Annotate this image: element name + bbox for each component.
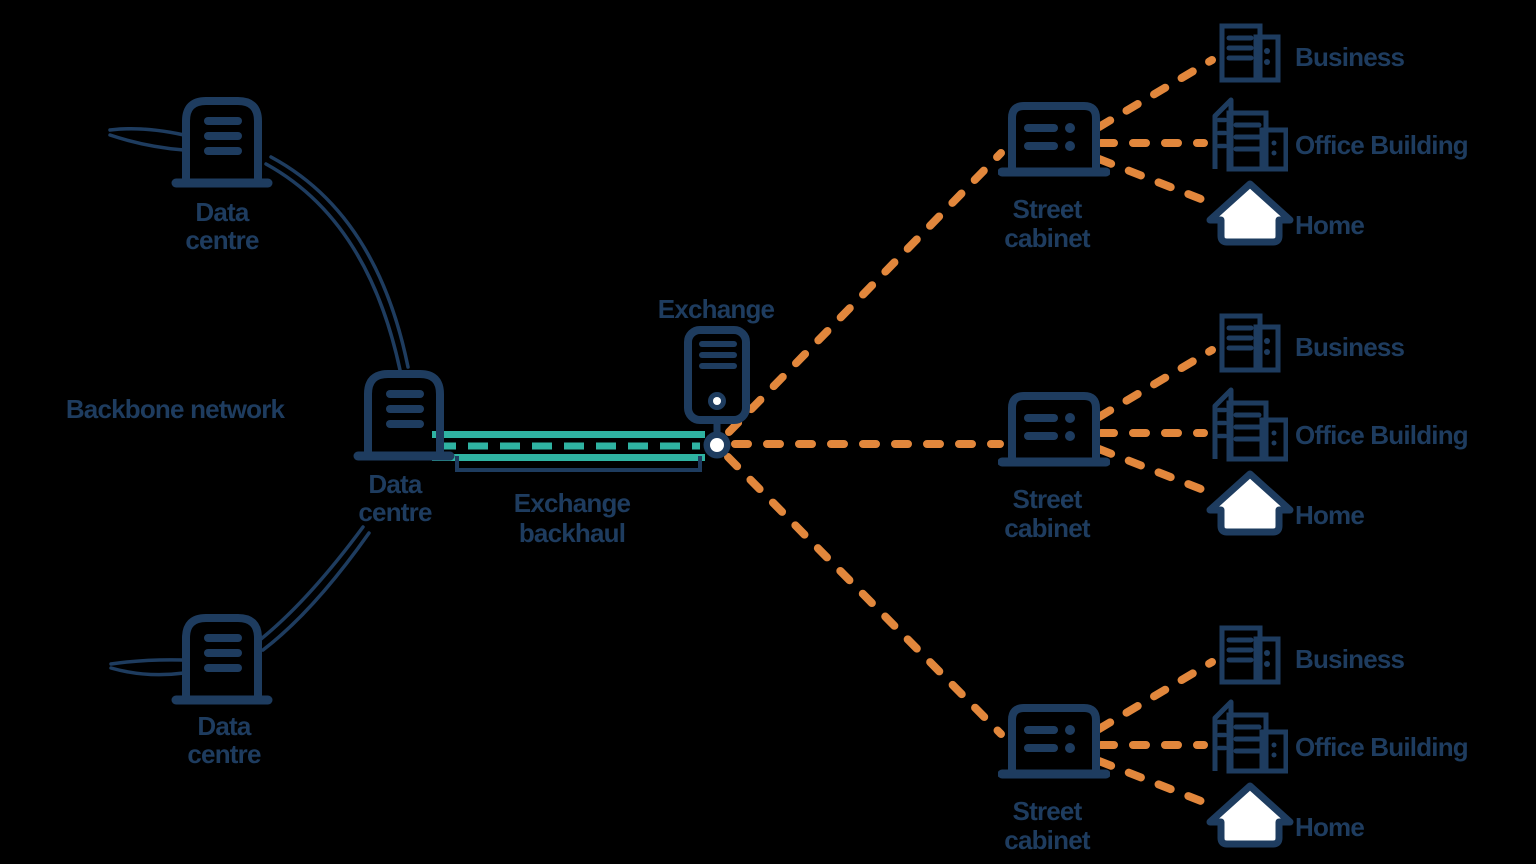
backhaul-bracket bbox=[455, 456, 702, 472]
street-cabinet-label-line1: Street bbox=[1013, 194, 1083, 224]
office-building-label: Office Building bbox=[1295, 130, 1468, 160]
home-icon bbox=[1210, 786, 1290, 844]
street-cabinet-label-line1: Street bbox=[1013, 484, 1083, 514]
street-cabinet-label-line2: cabinet bbox=[1004, 223, 1091, 253]
street-cabinet-icon bbox=[1002, 396, 1106, 462]
backbone-arc bbox=[254, 525, 365, 645]
home-label: Home bbox=[1295, 500, 1364, 530]
business-icon bbox=[1222, 26, 1278, 80]
data-centre-label-line1: Data bbox=[195, 197, 249, 227]
office-building-icon bbox=[1215, 100, 1286, 169]
business-label: Business bbox=[1295, 42, 1405, 72]
backhaul-label-line2: backhaul bbox=[519, 518, 625, 548]
backhaul-link bbox=[432, 431, 705, 472]
office-building-label: Office Building bbox=[1295, 420, 1468, 450]
dashed-link-cabinet-business bbox=[1095, 346, 1216, 421]
backbone-network-label: Backbone network bbox=[66, 394, 286, 424]
backbone-arc bbox=[264, 162, 402, 372]
data-centre-label-line2: centre bbox=[185, 225, 259, 255]
backbone-arc bbox=[261, 531, 371, 652]
business-label: Business bbox=[1295, 332, 1405, 362]
street-cabinet-label-line2: cabinet bbox=[1004, 513, 1091, 543]
data-centre-icon bbox=[358, 374, 450, 456]
home-label: Home bbox=[1295, 210, 1364, 240]
office-building-icon bbox=[1215, 702, 1286, 771]
street-cabinet-icon bbox=[1002, 708, 1106, 774]
business-label: Business bbox=[1295, 644, 1405, 674]
exchange-icon-power-dot bbox=[713, 397, 721, 405]
backbone-ribbon bbox=[109, 666, 186, 677]
dashed-link-cabinet-home bbox=[1095, 155, 1210, 205]
backhaul-band-top bbox=[432, 431, 705, 438]
exchange-node: Exchange bbox=[658, 294, 775, 459]
street-cabinet-label-line1: Street bbox=[1013, 796, 1083, 826]
data-centre-label-line2: centre bbox=[187, 739, 261, 769]
dashed-link-exchange-cabinet-1 bbox=[725, 149, 1005, 436]
home-label: Home bbox=[1295, 812, 1364, 842]
backhaul-label-line1: Exchange bbox=[514, 488, 631, 518]
dashed-link-exchange-cabinet-3 bbox=[724, 453, 1005, 738]
dashed-link-cabinet-business bbox=[1095, 658, 1216, 733]
data-centre-label-line2: centre bbox=[358, 497, 432, 527]
backbone-ring bbox=[108, 127, 410, 677]
street-cabinet-label-line2: cabinet bbox=[1004, 825, 1091, 855]
backbone-ribbon bbox=[108, 133, 186, 152]
home-icon bbox=[1210, 474, 1290, 532]
backhaul-band-bottom bbox=[432, 454, 705, 461]
home-icon bbox=[1210, 184, 1290, 242]
junction-node-dot bbox=[710, 438, 724, 452]
data-centre-icon bbox=[176, 101, 268, 183]
street-cabinet-icon bbox=[1002, 106, 1106, 172]
access-group-1: Street cabinet Business Office Building … bbox=[1002, 26, 1469, 253]
office-building-icon bbox=[1215, 390, 1286, 459]
dashed-link-cabinet-home bbox=[1095, 757, 1210, 807]
dashed-link-cabinet-business bbox=[1095, 56, 1216, 131]
business-icon bbox=[1222, 628, 1278, 682]
backbone-ribbon bbox=[108, 127, 186, 137]
backbone-ribbon bbox=[109, 658, 186, 666]
access-group-3: Street cabinet Business Office Building … bbox=[1002, 628, 1469, 855]
access-group-2: Street cabinet Business Office Building … bbox=[1002, 316, 1469, 543]
data-centre-2: Data centre bbox=[358, 374, 450, 527]
data-centre-1: Data centre bbox=[176, 101, 268, 255]
data-centre-label-line1: Data bbox=[197, 711, 251, 741]
backbone-arc bbox=[269, 155, 410, 369]
office-building-label: Office Building bbox=[1295, 732, 1468, 762]
exchange-label: Exchange bbox=[658, 294, 775, 324]
data-centre-3: Data centre bbox=[176, 618, 268, 769]
data-centre-icon bbox=[176, 618, 268, 700]
business-icon bbox=[1222, 316, 1278, 370]
data-centre-label-line1: Data bbox=[368, 469, 422, 499]
distribution-lines bbox=[724, 149, 1005, 738]
dashed-link-cabinet-home bbox=[1095, 445, 1210, 495]
